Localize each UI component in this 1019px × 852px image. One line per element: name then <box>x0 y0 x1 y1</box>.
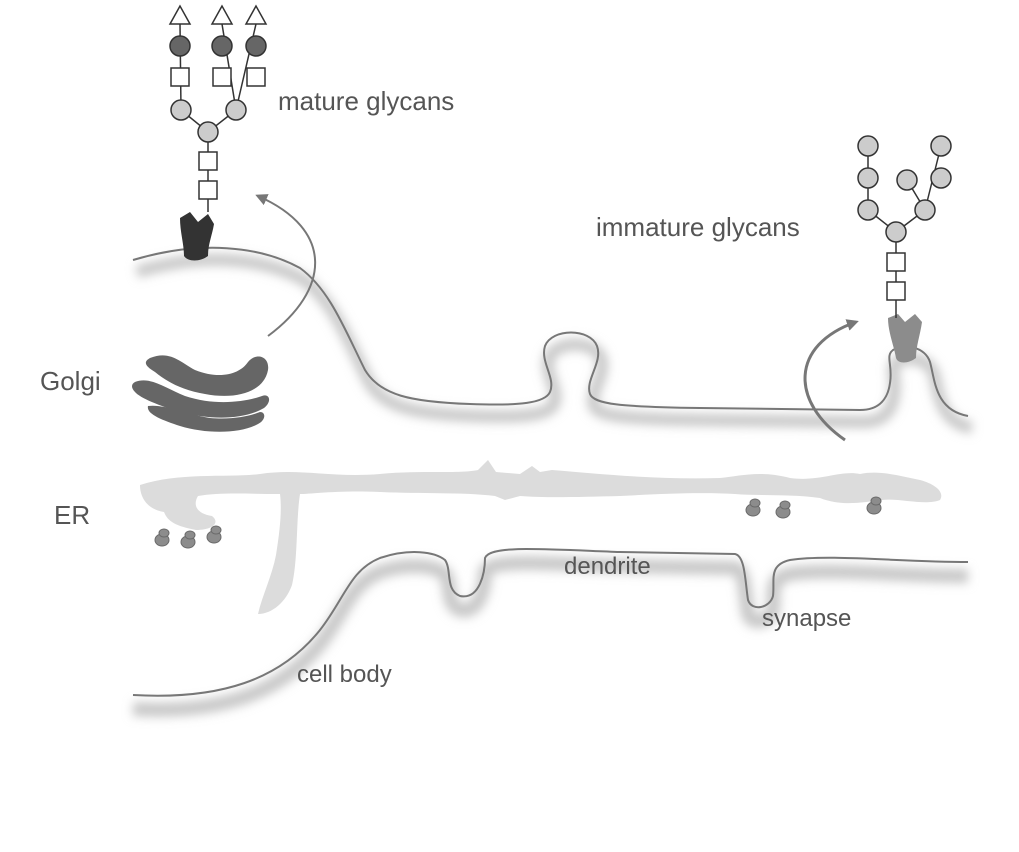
ribosome-icon <box>206 525 222 544</box>
golgi-apparatus <box>132 355 270 432</box>
ribosome-icon <box>154 528 170 547</box>
er-to-synapse-arrow <box>803 319 859 442</box>
golgi-label: Golgi <box>40 366 101 396</box>
synapse-label: synapse <box>762 605 851 632</box>
immature-glycan-tree <box>857 135 952 318</box>
immature-protein-icon <box>888 314 922 363</box>
lower-membrane <box>132 547 969 697</box>
membrane-shadow <box>132 253 974 717</box>
immature-glycoprotein <box>857 135 952 363</box>
ribosome-icon <box>775 500 791 519</box>
mature-glycan-tree <box>168 4 268 212</box>
ribosomes <box>154 496 882 549</box>
golgi-to-surface-arrow <box>255 194 317 337</box>
cell-body-label: cell body <box>297 661 392 688</box>
ribosome-icon <box>180 530 196 549</box>
ribosome-icon <box>866 496 882 515</box>
ribosome-icon <box>745 498 761 517</box>
immature-glycans-label: immature glycans <box>596 212 800 242</box>
dendrite-label: dendrite <box>564 553 651 580</box>
mature-glycans-label: mature glycans <box>278 86 454 116</box>
er-label: ER <box>54 500 90 530</box>
er-network <box>140 460 942 614</box>
upper-membrane <box>132 246 969 417</box>
mature-glycoprotein <box>168 4 268 261</box>
mature-protein-icon <box>180 212 214 261</box>
